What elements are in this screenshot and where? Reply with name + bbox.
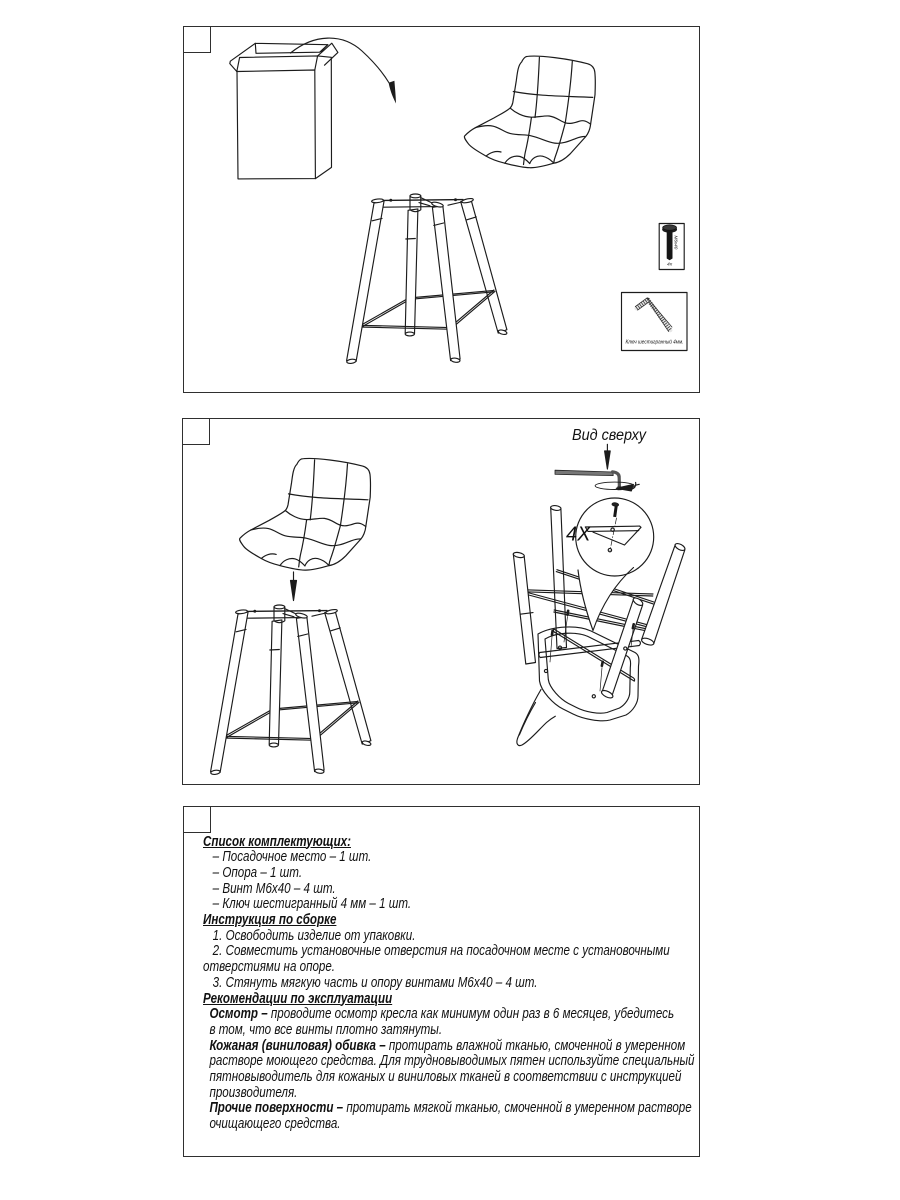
svg-text:Ключ шестигранный 4мм.: Ключ шестигранный 4мм. (626, 339, 684, 346)
svg-text:4X: 4X (566, 524, 591, 546)
svg-text:М6х40: М6х40 (674, 236, 679, 250)
svg-text:4х: 4х (667, 262, 673, 268)
